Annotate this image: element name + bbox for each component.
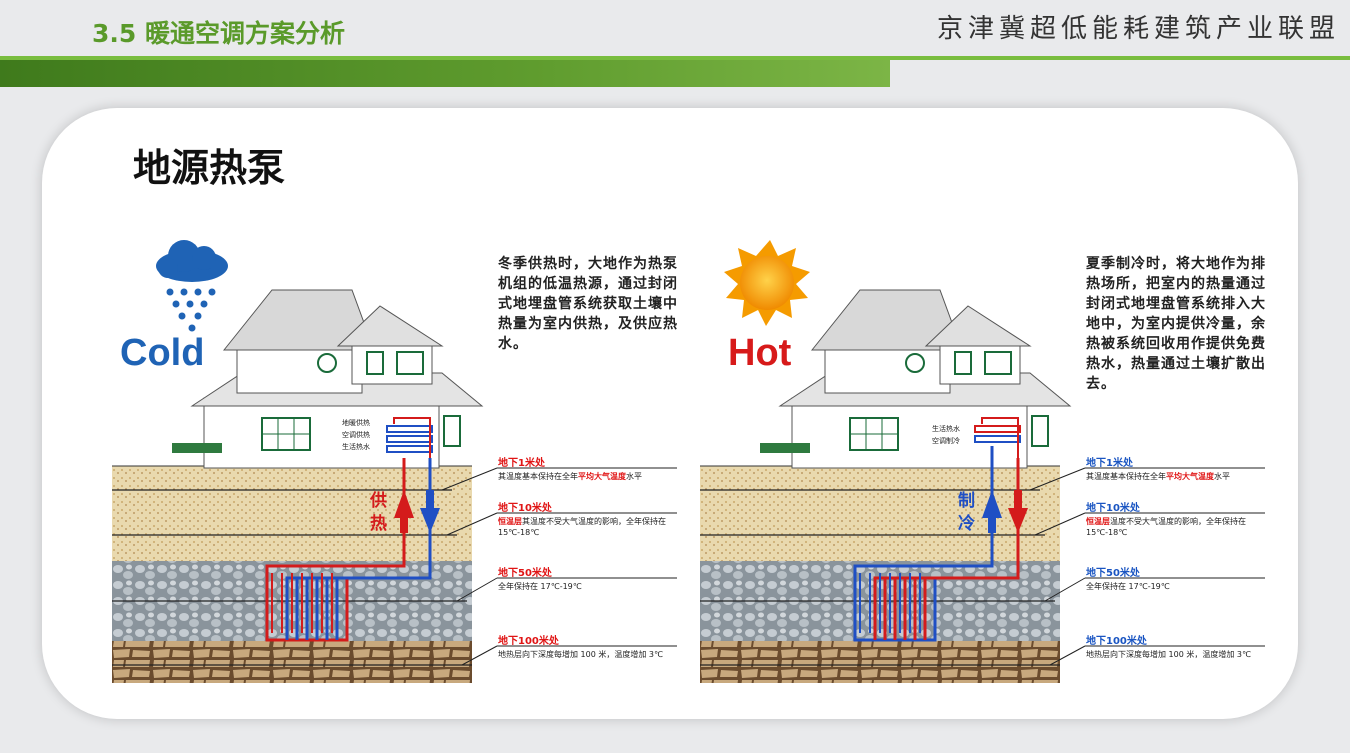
winter-description: 冬季供热时，大地作为热泵机组的低温热源，通过封闭式地埋盘管系统获取土壤中热量为室… xyxy=(498,256,678,352)
sun-icon xyxy=(724,240,810,326)
depth-50m-label: 地下50米处 xyxy=(1086,568,1140,579)
depth-100m-note: 地热层向下深度每增加 100 米，温度增加 3℃ xyxy=(498,650,663,659)
header-divider-thin xyxy=(0,56,1350,60)
depth-1m-label: 地下1米处 xyxy=(1086,458,1133,469)
hot-label: Hot xyxy=(728,332,792,374)
winter-diagram: Cold 冬季供热时，大地作为热泵机组的低温热源，通过封闭式地埋盘管系统获取土壤… xyxy=(112,228,687,683)
card-title: 地源热泵 xyxy=(133,146,286,190)
sand-layer xyxy=(112,466,472,561)
rock-layer xyxy=(700,641,1060,683)
header-divider-bar xyxy=(0,60,890,87)
summer-illustration xyxy=(700,240,1265,683)
summer-diagram: Hot 夏季制冷时，将大地作为排热场所，把室内的热量通过封闭式地埋盘管系统排入大… xyxy=(700,228,1275,683)
depth-1m-note: 其温度基本保持在全年平均大气温度水平 xyxy=(1086,472,1230,481)
winter-illustration xyxy=(112,240,677,683)
coil-label-floor-heating: 地暖供热 xyxy=(342,419,370,427)
coil-label-ac-cooling: 空调制冷 xyxy=(932,437,960,445)
house-icon xyxy=(172,289,484,469)
ground-loop-pipes xyxy=(265,417,440,642)
heating-arrow-label: 供热 xyxy=(370,491,387,534)
depth-50m-note: 全年保持在 17℃-19℃ xyxy=(1086,582,1170,591)
cold-label: Cold xyxy=(120,332,205,374)
coil-label-hot-water: 生活热水 xyxy=(342,443,370,451)
coil-label-hot-water: 生活热水 xyxy=(932,425,960,433)
depth-10m-label: 地下10米处 xyxy=(498,503,552,514)
depth-10m-note: 恒温层其温度不受大气温度的影响，全年保持在 15℃-18℃ xyxy=(498,517,666,537)
house-icon xyxy=(760,289,1072,469)
cooling-arrow-label: 制冷 xyxy=(958,491,975,534)
sand-layer xyxy=(700,466,1060,561)
depth-50m-label: 地下50米处 xyxy=(498,568,552,579)
depth-10m-label: 地下10米处 xyxy=(1086,503,1140,514)
depth-1m-label: 地下1米处 xyxy=(498,458,545,469)
depth-100m-label: 地下100米处 xyxy=(498,636,559,647)
depth-100m-label: 地下100米处 xyxy=(1086,636,1147,647)
depth-100m-note: 地热层向下深度每增加 100 米，温度增加 3℃ xyxy=(1086,650,1251,659)
rock-layer xyxy=(112,641,472,683)
snow-cloud-icon xyxy=(156,240,228,332)
ground-loop-pipes xyxy=(853,417,1028,642)
coil-label-ac-heating: 空调供热 xyxy=(342,431,370,439)
depth-10m-note: 恒温层温度不受大气温度的影响，全年保持在 15℃-18℃ xyxy=(1086,517,1246,537)
summer-description: 夏季制冷时，将大地作为排热场所，把室内的热量通过封闭式地埋盘管系统排入大地中，为… xyxy=(1086,256,1266,392)
section-title: 3.5 暖通空调方案分析 xyxy=(92,19,345,48)
depth-50m-note: 全年保持在 17℃-19℃ xyxy=(498,582,582,591)
depth-1m-note: 其温度基本保持在全年平均大气温度水平 xyxy=(498,472,642,481)
organization-name: 京津冀超低能耗建筑产业联盟 xyxy=(936,14,1340,44)
